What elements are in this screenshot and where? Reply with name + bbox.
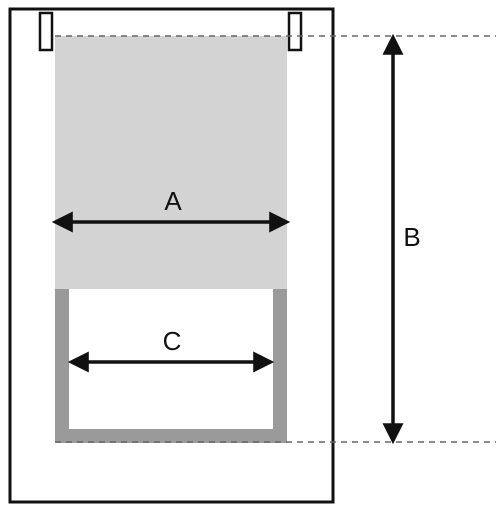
dimension-c-label: C xyxy=(163,326,182,356)
right-bracket xyxy=(287,11,303,52)
window-opening xyxy=(69,289,273,429)
dimension-b-label: B xyxy=(403,222,420,252)
dimension-a-label: A xyxy=(164,186,182,216)
blind-fabric xyxy=(55,36,287,289)
left-bracket xyxy=(38,11,54,52)
